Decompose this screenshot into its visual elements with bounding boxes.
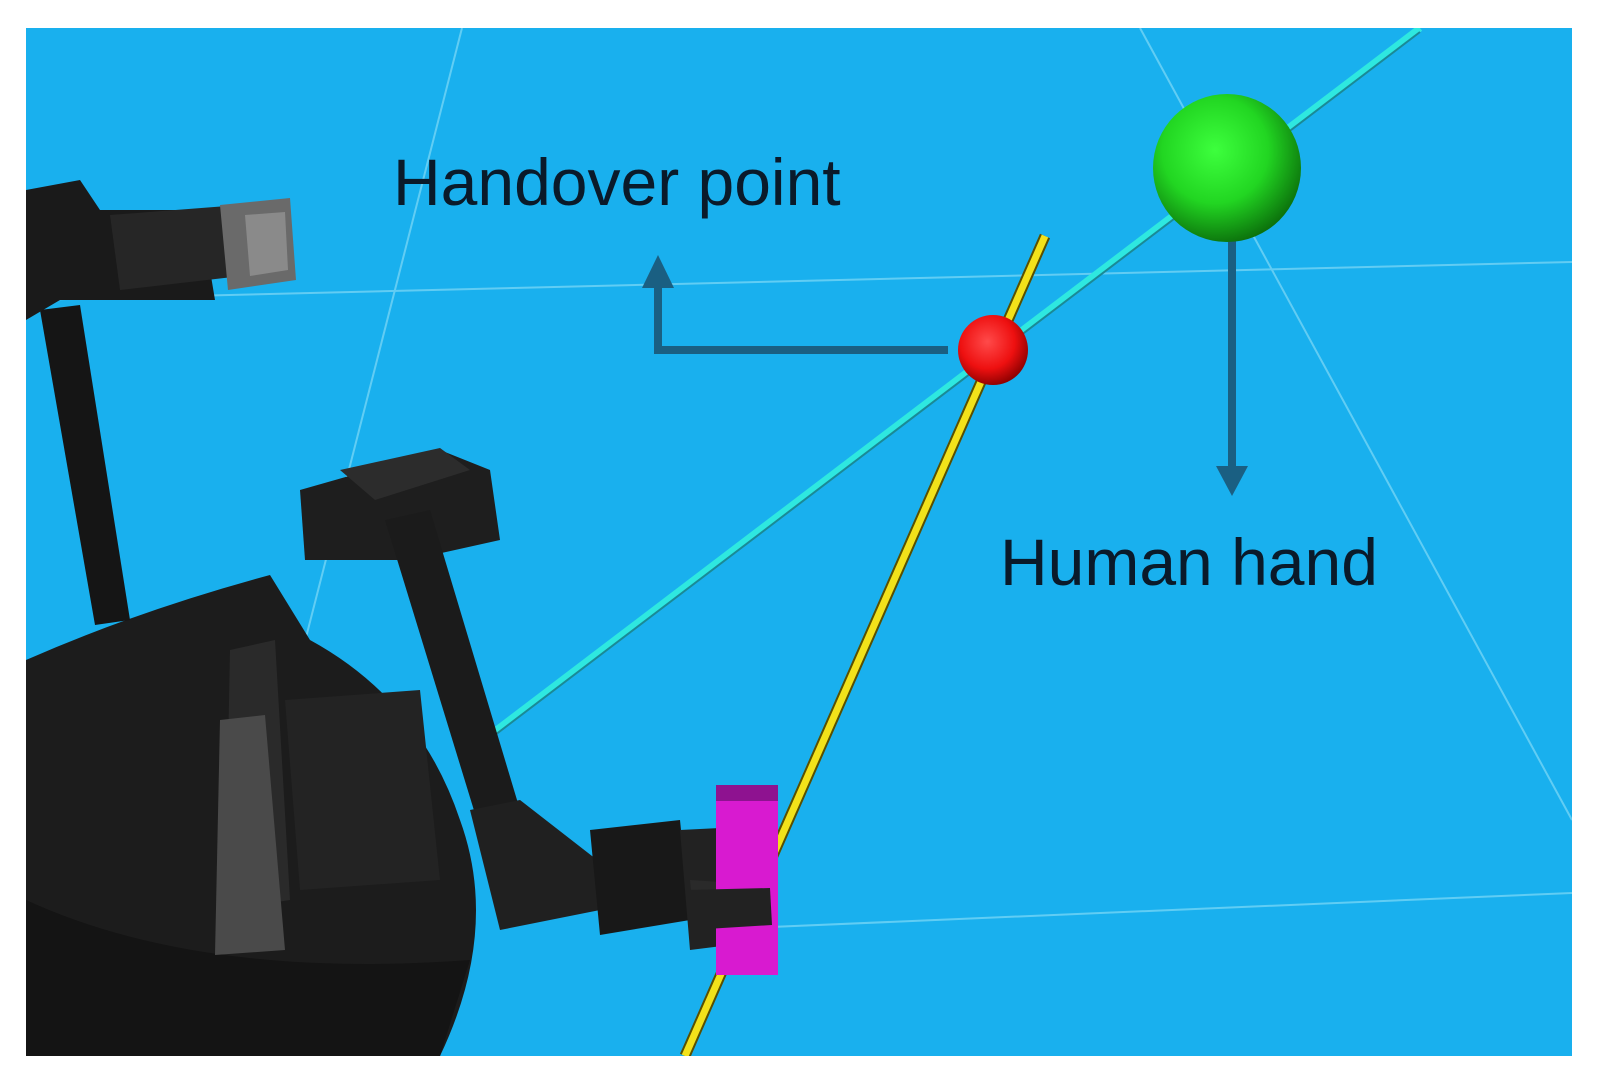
object-top xyxy=(716,785,778,801)
handover-point-label: Handover point xyxy=(393,145,841,219)
robot-torso xyxy=(285,690,440,890)
robot-gripper-clamp xyxy=(686,888,772,930)
red-sphere-icon xyxy=(958,315,1028,385)
robot-upper-arm xyxy=(385,510,520,830)
magenta-box-icon xyxy=(716,785,778,975)
hand-arrow-head xyxy=(1216,466,1248,496)
robot-camera-lens xyxy=(245,212,288,276)
handover-arrow-head xyxy=(642,255,674,288)
mobile-manipulator-robot-icon xyxy=(26,180,772,1056)
object-front xyxy=(716,795,778,975)
robot-base-rim xyxy=(26,900,470,1056)
robot-mast xyxy=(40,305,130,625)
green-sphere-icon xyxy=(1153,94,1301,242)
robot-head-top xyxy=(110,205,250,290)
robot-base-panel-light xyxy=(215,715,285,955)
robot-wrist xyxy=(590,820,690,935)
robot-shoulder-top xyxy=(340,448,470,500)
human-hand-label: Human hand xyxy=(1000,525,1378,599)
robot-forearm xyxy=(470,800,610,930)
handover-callout-arrow xyxy=(654,285,948,354)
